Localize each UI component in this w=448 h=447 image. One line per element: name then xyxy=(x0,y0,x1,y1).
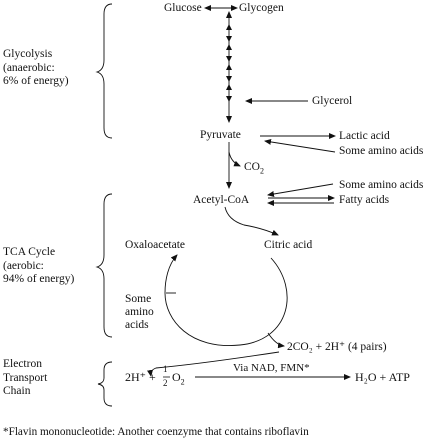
amino-acetyl-arrow xyxy=(267,183,334,197)
amino-cycle-line-3: acids xyxy=(125,319,149,331)
glucose-node: Glucose xyxy=(164,2,202,14)
etc-left-text: 2H⁺ + xyxy=(125,370,156,384)
o2-text: O2 xyxy=(172,370,185,386)
etc-label: Electron Transport Chain xyxy=(3,358,47,399)
half-numerator: 1 xyxy=(163,364,168,374)
output-etc-arrow xyxy=(147,351,280,377)
amino-cycle-line-2: amino xyxy=(125,306,154,318)
glycolysis-chain-heads xyxy=(226,24,232,102)
amino-pyruvate-arrow xyxy=(264,138,336,153)
glycerol-node: Glycerol xyxy=(312,95,353,107)
co2-release-arrow xyxy=(228,151,241,167)
amino-cycle-line-1: Some xyxy=(125,293,152,305)
tca-output-node: 2CO₂ + 2H⁺ (4 pairs) xyxy=(287,341,387,353)
tca-cycle xyxy=(164,254,288,346)
amino-acids-cycle-node: Some amino acids xyxy=(125,293,154,332)
citric-acid-node: Citric acid xyxy=(264,239,313,251)
oxaloacetate-node: Oxaloacetate xyxy=(125,239,186,251)
amino-acids-node-1: Some amino acids xyxy=(339,145,424,157)
footnote: *Flavin mononucleotide: Another coenzyme… xyxy=(3,426,309,438)
tca-type: (aerobic: xyxy=(3,259,44,272)
pyruvate-node: Pyruvate xyxy=(200,129,241,141)
co2-text: CO xyxy=(244,161,260,173)
fatty-acids-node: Fatty acids xyxy=(339,194,390,206)
etc-title-3: Chain xyxy=(3,385,31,397)
lactic-acid-node: Lactic acid xyxy=(339,130,390,142)
amino-acids-node-2: Some amino acids xyxy=(339,179,424,191)
etc-title-1: Electron xyxy=(3,358,42,370)
o2-subscript: 2 xyxy=(180,377,185,387)
acetyl-cycle-arrow xyxy=(224,206,279,236)
etc-right-text: H₂O + ATP xyxy=(355,370,410,384)
cycle-output-arrow xyxy=(267,332,285,349)
via-nad-label: Via NAD, FMN* xyxy=(233,362,310,374)
glycogen-node: Glycogen xyxy=(239,2,284,14)
tca-energy: 94% of energy) xyxy=(3,273,75,285)
tca-label: TCA Cycle (aerobic: 94% of energy) xyxy=(3,246,74,287)
etc-brace xyxy=(97,361,113,407)
etc-title-2: Transport xyxy=(3,371,48,384)
acetyl-coa-node: Acetyl-CoA xyxy=(193,194,250,206)
tca-brace xyxy=(95,193,113,338)
half-denominator: 2 xyxy=(163,378,168,388)
tca-title: TCA Cycle xyxy=(3,246,56,258)
co2-node: CO2 xyxy=(244,161,264,177)
glycolysis-energy: 6% of energy) xyxy=(3,75,69,87)
glycolysis-brace xyxy=(95,3,113,139)
co2-subscript: 2 xyxy=(259,166,264,176)
glycolysis-title: Glycolysis xyxy=(3,48,53,60)
o2-letter: O xyxy=(172,370,181,384)
glycolysis-type: (anaerobic: xyxy=(3,61,55,74)
glycolysis-label: Glycolysis (anaerobic: 6% of energy) xyxy=(3,48,69,89)
